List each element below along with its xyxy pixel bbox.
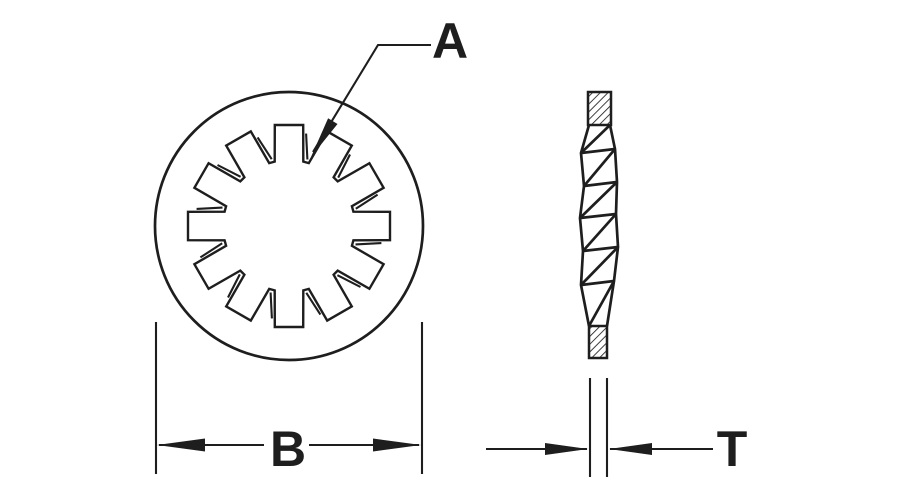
leader-a-arrowhead-icon (311, 118, 338, 157)
side-view (578, 90, 620, 360)
leader-a: A (311, 13, 468, 157)
washer-teeth (186, 123, 392, 329)
washer-outer-circle (153, 90, 425, 362)
dimension-b: B (154, 322, 424, 477)
dim-b-arrowhead-right-icon (373, 438, 421, 452)
washer-hole-teeth-outline (186, 123, 392, 329)
dim-t-arrowhead-right-icon (609, 443, 652, 455)
side-view-twisted-teeth (578, 124, 620, 327)
side-view-bottom-section-hatch (587, 324, 609, 360)
label-b: B (270, 421, 306, 477)
dim-b-arrowhead-left-icon (157, 438, 205, 452)
leader-a-line (312, 43, 431, 153)
label-t: T (717, 421, 748, 477)
front-view (153, 90, 425, 362)
label-a: A (432, 13, 468, 69)
washer-teeth-twist-lines (196, 133, 382, 319)
side-view-top-section-hatch (586, 90, 613, 127)
dimension-t: T (486, 378, 747, 477)
dim-t-arrowhead-left-icon (545, 443, 588, 455)
